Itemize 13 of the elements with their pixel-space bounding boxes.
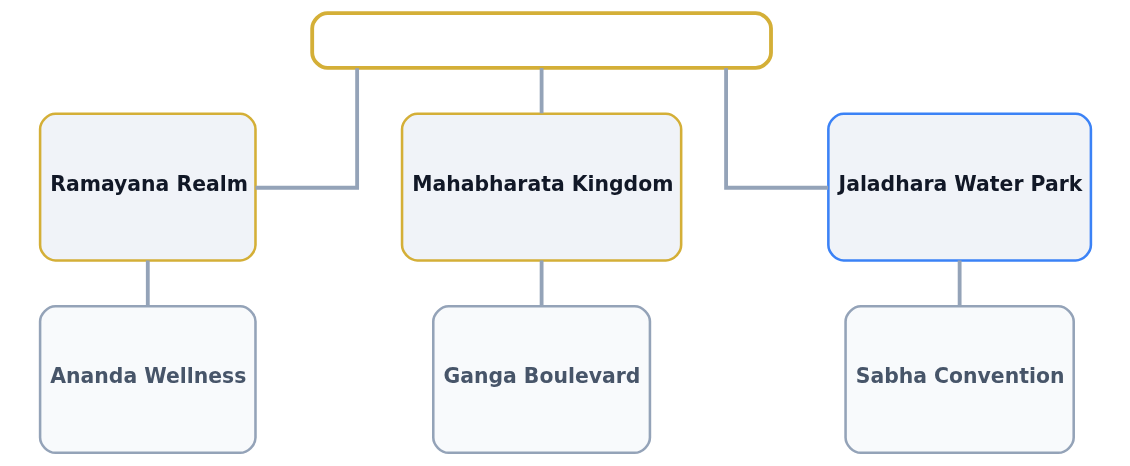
connector [723,68,828,190]
node-box: Mahabharata Kingdom [400,112,682,262]
connector [255,68,359,190]
node-box: Jaladhara Water Park [826,112,1092,262]
connector [957,260,962,307]
connector [145,260,150,307]
node-box [309,11,773,70]
connector [539,260,543,307]
connector [539,68,543,114]
node-box: Ramayana Realm [38,112,257,262]
node-box: Ananda Wellness [38,305,257,455]
node-box: Ganga Boulevard [431,305,651,455]
node-box: Sabha Convention [843,305,1075,455]
